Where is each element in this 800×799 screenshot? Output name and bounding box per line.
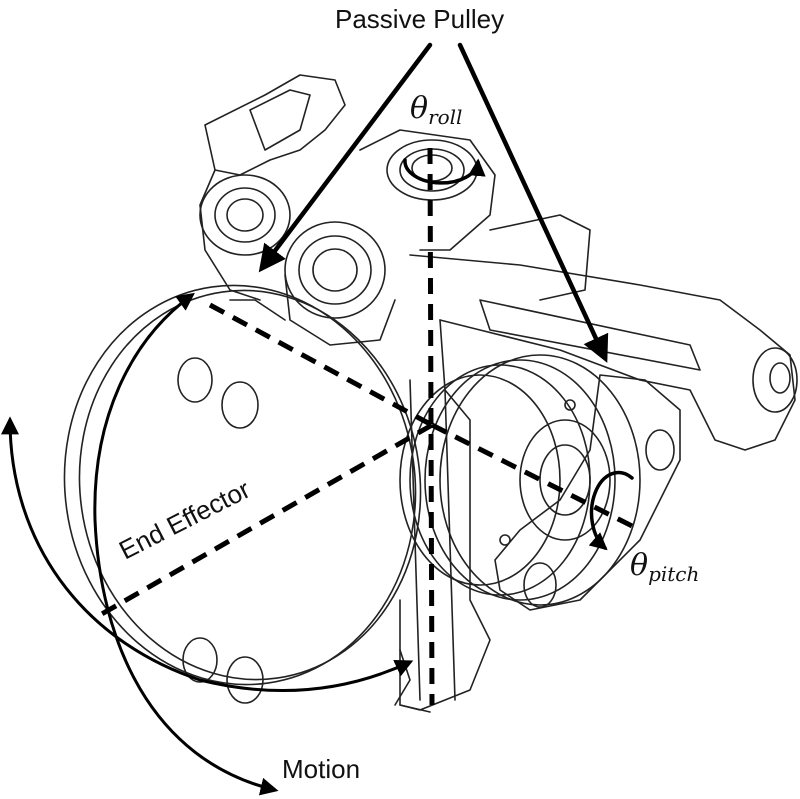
pulley-arrow-right bbox=[457, 42, 609, 363]
passive-pulley-arrows bbox=[258, 42, 609, 363]
passive-pulley-label: Passive Pulley bbox=[335, 4, 504, 34]
axes bbox=[98, 147, 642, 706]
theta-pitch-label: θpitch bbox=[630, 548, 699, 586]
roll-axis bbox=[427, 147, 435, 706]
pitch-rotation-arrow bbox=[588, 470, 634, 551]
mechanism-drawing bbox=[63, 74, 798, 713]
theta-roll-label: θroll bbox=[410, 91, 462, 129]
motion-arrow-horizontal bbox=[1, 416, 414, 692]
motion-label: Motion bbox=[282, 754, 360, 784]
pitch-axis bbox=[430, 422, 642, 533]
effector-axis-upper bbox=[208, 302, 434, 428]
end-effector-label: End Effector bbox=[114, 474, 255, 566]
roll-rotation-arrow bbox=[403, 158, 486, 185]
pulley-arrow-left bbox=[258, 42, 433, 273]
motion-arrows bbox=[1, 292, 414, 796]
